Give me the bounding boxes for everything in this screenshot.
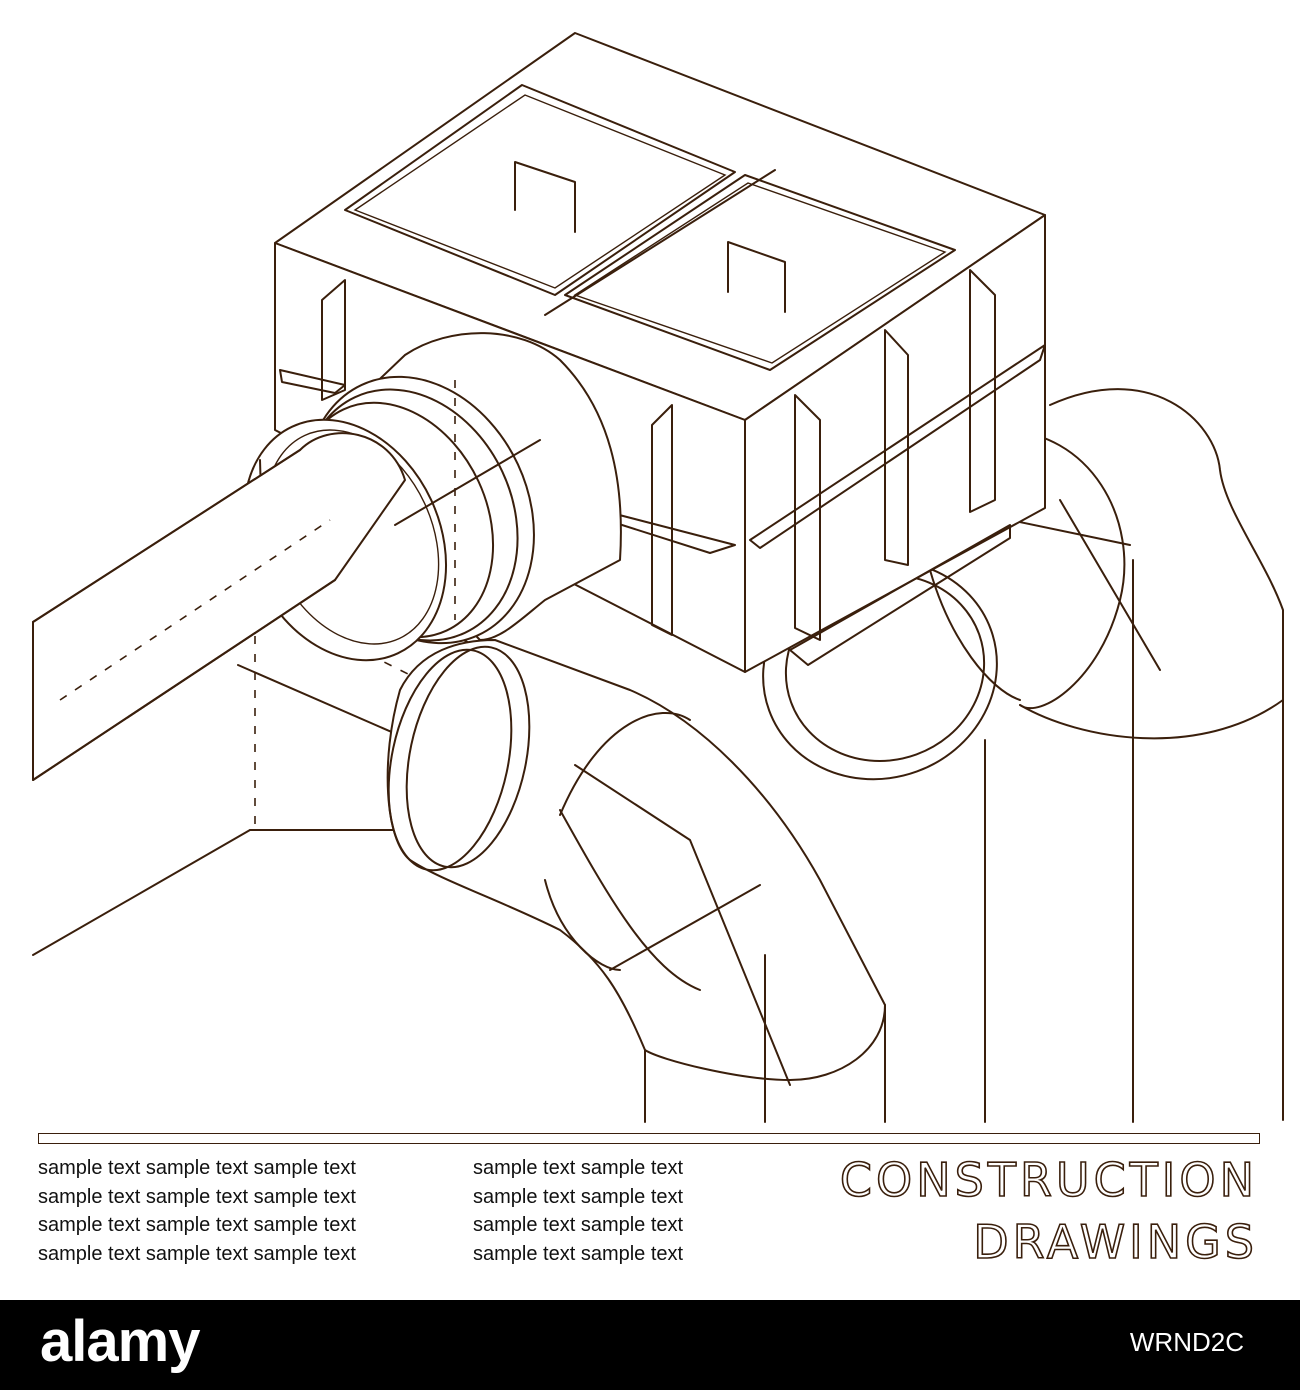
sample-line: sample text sample text [473,1185,684,1208]
lower-elbow-pipe [386,639,886,1123]
right-elbow-pipe [929,388,1284,1123]
sample-line: sample text sample text sample text [38,1214,356,1236]
watermark-footer [0,1300,1300,1390]
sample-line: sample text sample text sample text [38,1157,356,1179]
caption-divider [38,1133,1260,1144]
alamy-logo: alamy [40,1309,200,1374]
title-construction: CONSTRUCTION [839,1152,1258,1208]
sample-line: sample text sample text sample text [38,1185,356,1208]
sample-text-right: sample text sample text sample text samp… [473,1154,683,1268]
image-id: WRND2C [1129,1327,1244,1357]
sample-line: sample text sample text [473,1214,684,1236]
construction-drawing [32,32,1284,1123]
sample-line: sample text sample text [473,1242,684,1265]
title-drawings: DRAWINGS [972,1214,1258,1270]
pipe-body [32,432,406,781]
sample-text-left: sample text sample text sample text samp… [38,1154,356,1268]
sample-line: sample text sample text sample text [38,1242,356,1265]
sample-line: sample text sample text [473,1157,684,1179]
